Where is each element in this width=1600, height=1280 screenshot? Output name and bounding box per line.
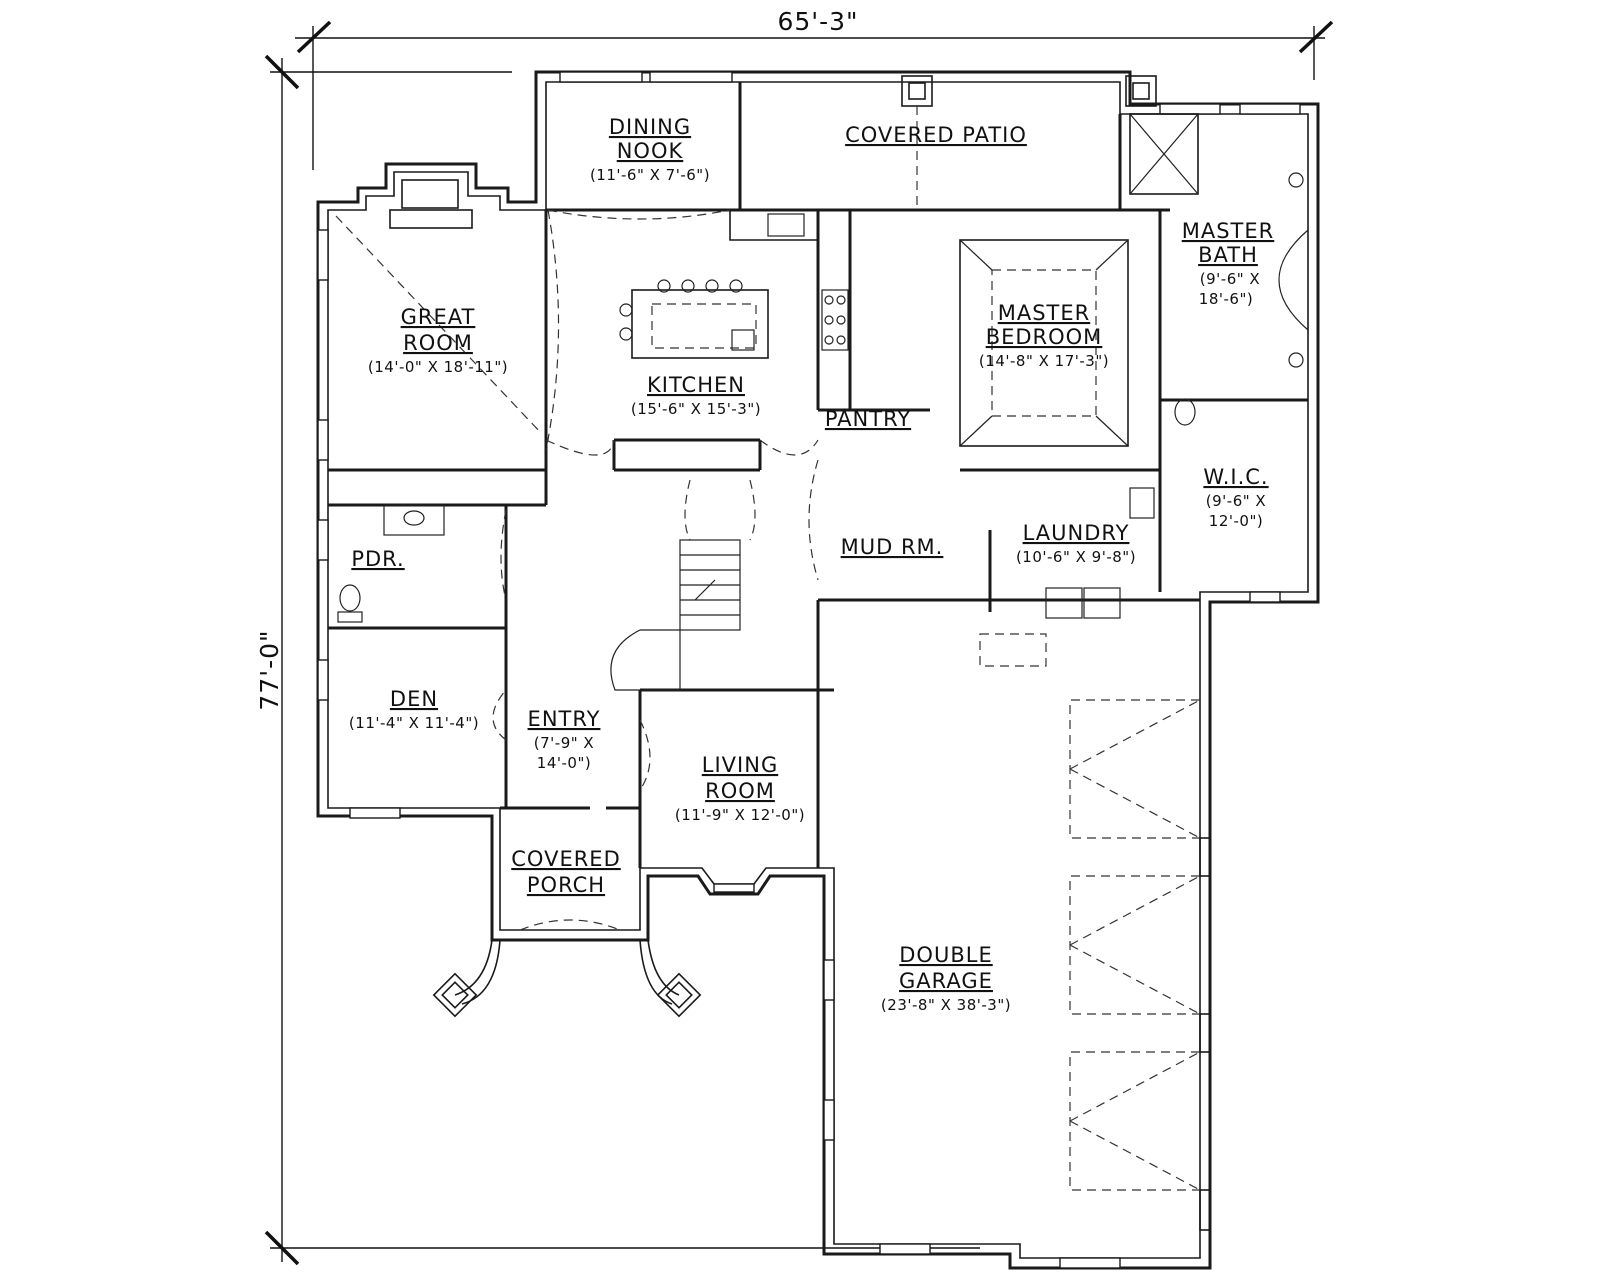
master-tray-ceiling (959, 239, 1129, 447)
room-kitchen: KITCHEN (15'-6" X 15'-3") (631, 373, 761, 418)
room-name: BEDROOM (986, 325, 1103, 349)
room-great-room: GREAT ROOM (14'-0" X 18'-11") (368, 305, 508, 376)
room-name: NOOK (617, 139, 684, 163)
room-name: GREAT (401, 305, 476, 329)
room-wic: W.I.C. (9'-6" X 12'-0") (1203, 465, 1268, 530)
kitchen-counter (729, 210, 849, 351)
room-size: (9'-6" X (1200, 270, 1260, 288)
room-size: 14'-0") (537, 754, 591, 772)
room-size: 12'-0") (1209, 512, 1263, 530)
room-name: DEN (390, 687, 438, 711)
room-name: DOUBLE (899, 943, 992, 967)
great-room-vault-line (335, 215, 543, 435)
porch-columns (432, 939, 702, 1018)
room-name: BATH (1198, 243, 1258, 267)
room-size: (11'-4" X 11'-4") (349, 714, 479, 732)
room-double-garage: DOUBLE GARAGE (23'-8" X 38'-3") (881, 943, 1011, 1014)
room-name: MASTER (998, 301, 1091, 325)
room-dining-nook: DINING NOOK (11'-6" X 7'-6") (590, 115, 710, 184)
room-name: W.I.C. (1203, 465, 1268, 489)
room-name: ENTRY (528, 707, 601, 731)
room-name: KITCHEN (647, 373, 745, 397)
room-master-bath: MASTER BATH (9'-6" X 18'-6") (1182, 219, 1275, 308)
chimney (389, 179, 473, 229)
room-living-room: LIVING ROOM (11'-9" X 12'-0") (675, 753, 805, 824)
room-size: (15'-6" X 15'-3") (631, 400, 761, 418)
room-name: LIVING (702, 753, 778, 777)
utility-fixtures (337, 487, 1155, 667)
room-size: (11'-9" X 12'-0") (675, 806, 805, 824)
garage-doors (1069, 699, 1211, 1231)
room-master-bedroom: MASTER BEDROOM (14'-8" X 17'-3") (979, 301, 1109, 370)
room-size: (10'-6" X 9'-8") (1016, 548, 1136, 566)
room-pantry: PANTRY (825, 407, 911, 431)
windows (317, 71, 1301, 1269)
stairs (610, 539, 741, 691)
room-laundry: LAUNDRY (10'-6" X 9'-8") (1016, 521, 1136, 566)
depth-dimension-label: 77'-0" (255, 629, 284, 710)
room-name: PANTRY (825, 407, 911, 431)
cased-openings (492, 209, 819, 931)
room-name: DINING (609, 115, 691, 139)
room-name: MASTER (1182, 219, 1275, 243)
room-name: COVERED PATIO (845, 123, 1027, 147)
room-entry: ENTRY (7'-9" X 14'-0") (528, 707, 601, 772)
room-size: (11'-6" X 7'-6") (590, 166, 710, 184)
room-name: ROOM (403, 331, 473, 355)
room-size: (14'-0" X 18'-11") (368, 358, 508, 376)
room-name: LAUNDRY (1023, 521, 1130, 545)
room-name: COVERED (511, 847, 621, 871)
room-size: 18'-6") (1199, 290, 1253, 308)
room-den: DEN (11'-4" X 11'-4") (349, 687, 479, 732)
master-bath-fixtures (1129, 113, 1309, 426)
room-name: ROOM (705, 779, 775, 803)
width-dimension-label: 65'-3" (777, 7, 858, 36)
room-size: (9'-6" X (1206, 492, 1266, 510)
room-size: (14'-8" X 17'-3") (979, 352, 1109, 370)
room-name: MUD RM. (841, 535, 944, 559)
interior-walls (328, 82, 1308, 868)
room-covered-patio: COVERED PATIO (845, 123, 1027, 147)
room-mud-rm: MUD RM. (841, 535, 944, 559)
room-name: PORCH (527, 873, 605, 897)
dimension-lines (264, 20, 1334, 1266)
room-pdr: PDR. (351, 547, 404, 571)
kitchen-island (619, 279, 769, 359)
room-size: (23'-8" X 38'-3") (881, 996, 1011, 1014)
room-covered-porch: COVERED PORCH (511, 847, 621, 897)
room-name: GARAGE (899, 969, 993, 993)
room-size: (7'-9" X (534, 734, 594, 752)
patio-columns (901, 75, 1157, 210)
room-name: PDR. (351, 547, 404, 571)
